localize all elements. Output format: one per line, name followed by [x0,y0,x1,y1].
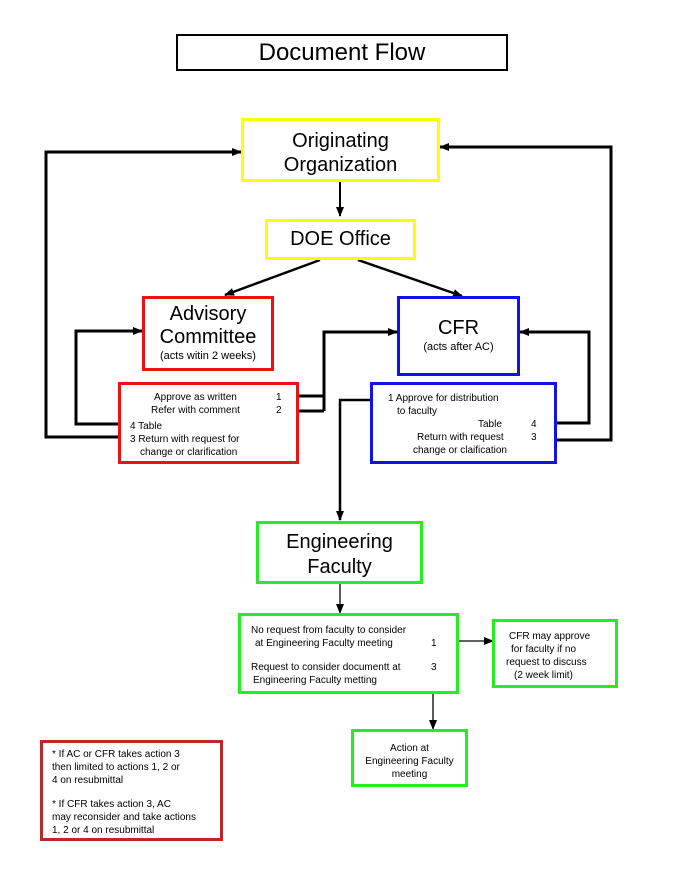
node-doe-office: DOE Office [265,219,416,260]
faculty-no-request-line2: at Engineering Faculty meeting [255,638,393,649]
doe-office-label: DOE Office [290,228,391,250]
node-originating-organization: Originating Organization [241,118,440,182]
cfr-action-table-num: 4 [531,419,537,430]
cfr-action-table: Table [478,419,502,430]
cfr-action-return-line2: change or claification [413,445,507,456]
cfr-action-return-num: 3 [531,432,537,443]
note2-line1: * If CFR takes action 3, AC [52,799,171,810]
faculty-no-request-num: 1 [431,638,437,649]
note2-line3: 1, 2 or 4 on resubmittal [52,825,155,836]
arrow-doe-to-cfr [357,258,463,298]
node-cfr: CFR (acts after AC) [397,296,520,376]
node-engineering-faculty: Engineering Faculty [256,521,423,584]
ac-action-table: 4 Table [130,421,163,432]
action-meeting-line3: meeting [391,769,428,780]
cfr-approve-line1: CFR may approve [509,631,591,642]
node-action-at-meeting: Action at Engineering Faculty meeting [351,729,468,787]
node-cfr-may-approve: CFR may approve for faculty if no reques… [492,619,618,688]
note1-line2: then limited to actions 1, 2 or [52,762,180,773]
originating-line2: Organization [283,154,398,176]
cfr-action-approve-line1: 1 Approve for distribution [388,393,499,404]
faculty-line1: Engineering [286,531,393,553]
advisory-note: (acts witin 2 weeks) [160,350,256,362]
faculty-line2: Faculty [307,556,372,578]
action-meeting-line1: Action at [390,743,429,754]
advisory-actions-box: Approve as written 1 Refer with comment … [118,382,299,464]
advisory-line1: Advisory [169,303,247,325]
ac-action-approve-num: 1 [276,392,282,403]
ac-action-approve: Approve as written [154,392,237,403]
faculty-request-line2: Engineering Faculty metting [253,675,377,686]
advisory-line2: Committee [159,326,257,348]
page-title: Document Flow [176,34,508,71]
ac-action-refer: Refer with comment [151,405,240,416]
node-advisory-committee: Advisory Committee (acts witin 2 weeks) [142,296,274,371]
note1-line3: 4 on resubmittal [52,775,124,786]
cfr-approve-line2: for faculty if no [511,644,577,655]
faculty-request-num: 3 [431,662,437,673]
cfr-note: (acts after AC) [423,341,494,353]
cfr-action-approve-line2: to faculty [397,406,438,417]
arrow-doe-to-advisory [224,258,321,297]
cfr-approve-line4: (2 week limit) [514,670,573,681]
ac-action-return-line1: 3 Return with request for [130,434,240,445]
note1-line1: * If AC or CFR takes action 3 [52,749,180,760]
cfr-actions-box: 1 Approve for distribution to faculty Ta… [370,382,557,464]
ac-action-return-line2: change or clarification [140,447,238,458]
faculty-request-line1: Request to consider documentt at [251,662,401,673]
cfr-approve-line3: request to discuss [506,657,587,668]
notes-box: * If AC or CFR takes action 3 then limit… [40,740,223,841]
faculty-actions-box: No request from faculty to consider at E… [238,613,459,694]
action-meeting-line2: Engineering Faculty [365,756,454,767]
faculty-no-request-line1: No request from faculty to consider [251,625,407,636]
note2-line2: may reconsider and take actions [52,812,196,823]
cfr-action-return-line1: Return with request [417,432,504,443]
originating-line1: Originating [292,130,389,152]
ac-action-refer-num: 2 [276,405,282,416]
cfr-label: CFR [437,317,480,339]
